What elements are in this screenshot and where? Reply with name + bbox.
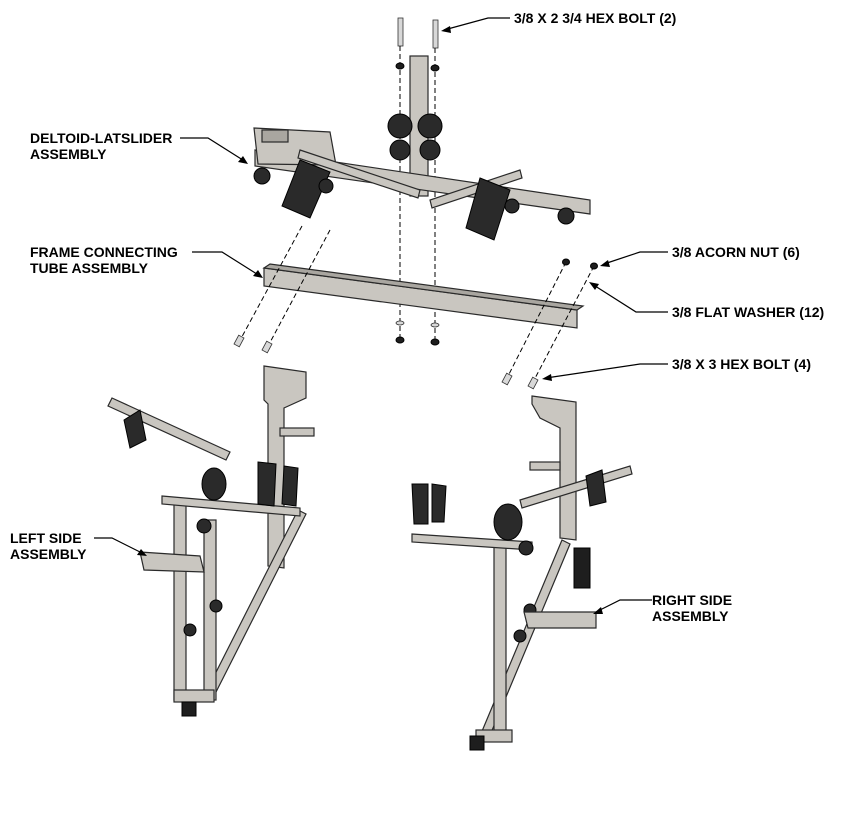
callout-frame-line1: FRAME CONNECTING <box>30 244 178 260</box>
callout-acorn-nut: 3/8 ACORN NUT (6) <box>672 244 800 260</box>
callout-left-line2: ASSEMBLY <box>10 546 87 562</box>
callout-right-side: RIGHT SIDE ASSEMBLY <box>652 592 732 624</box>
callout-deltoid-line1: DELTOID-LATSLIDER <box>30 130 173 146</box>
callout-left-side: LEFT SIDE ASSEMBLY <box>10 530 87 562</box>
right-side-assembly <box>411 395 652 751</box>
left-side-assembly <box>94 365 315 717</box>
callout-right-line2: ASSEMBLY <box>652 608 729 624</box>
deltoid-latslider-assembly <box>180 55 591 241</box>
frame-connecting-tube <box>192 225 598 390</box>
callout-flat-washer: 3/8 FLAT WASHER (12) <box>672 304 825 320</box>
callout-frame-line2: TUBE ASSEMBLY <box>30 260 148 276</box>
callout-frame-connecting-tube: FRAME CONNECTING TUBE ASSEMBLY <box>30 244 178 276</box>
callout-right-line1: RIGHT SIDE <box>652 592 733 608</box>
callout-deltoid-line2: ASSEMBLY <box>30 146 107 162</box>
callout-hex-bolt-2: 3/8 X 2 3/4 HEX BOLT (2) <box>514 10 677 26</box>
callout-hex-bolt-4: 3/8 X 3 HEX BOLT (4) <box>672 356 811 372</box>
callout-deltoid-latslider: DELTOID-LATSLIDER ASSEMBLY <box>30 130 172 162</box>
callout-left-line1: LEFT SIDE <box>10 530 82 546</box>
hardware-leaders <box>441 17 668 381</box>
